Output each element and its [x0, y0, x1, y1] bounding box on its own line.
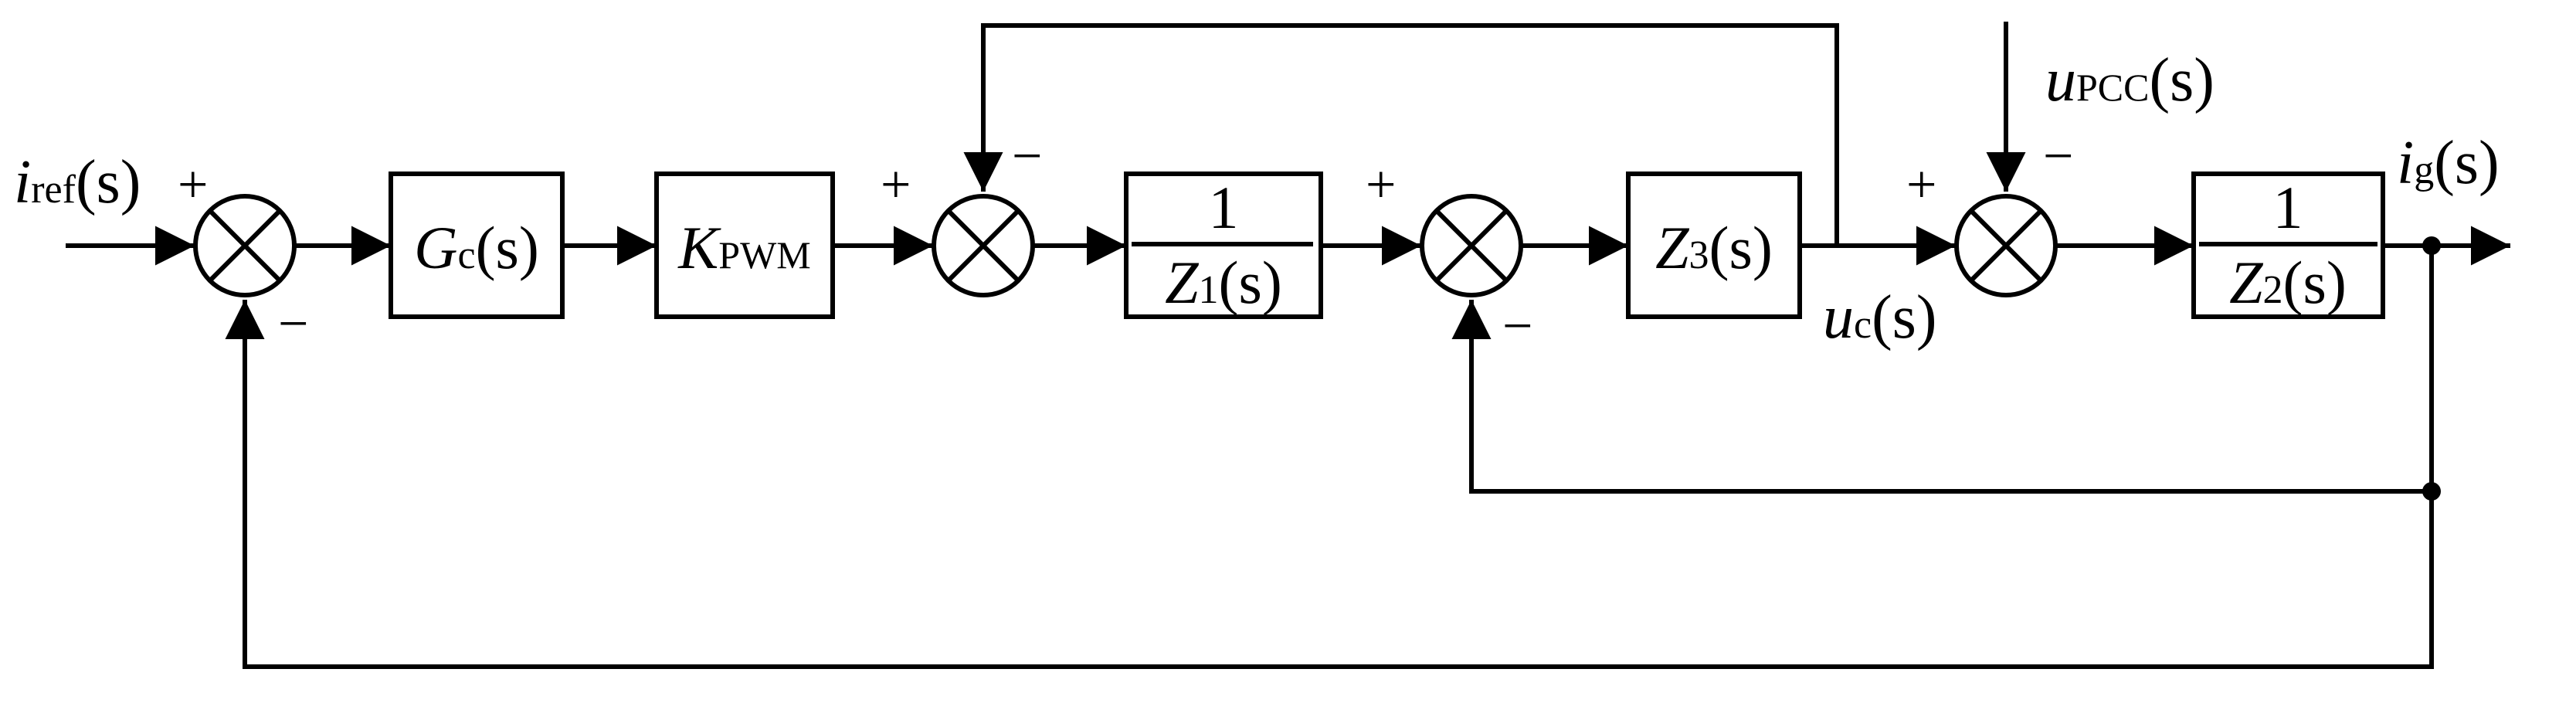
iref-signal-label: iref(s)	[14, 148, 141, 216]
sum1-plus-sign: +	[178, 155, 208, 215]
gc-block-label: Gc(s)	[414, 214, 539, 281]
sum2-minus-sign: −	[1012, 127, 1042, 186]
sum1-minus-sign: −	[278, 294, 308, 354]
inv-z1-denominator: Z1(s)	[1165, 249, 1282, 316]
inv-z2-block	[2191, 172, 2385, 319]
sum-junction-2	[932, 194, 1035, 297]
inv-z1-block	[1124, 172, 1323, 319]
sum3-minus-sign: −	[1502, 297, 1532, 356]
inv-z2-denominator: Z2(s)	[2229, 249, 2347, 316]
ig-outer-feedback-line	[225, 300, 2434, 669]
gc-block	[389, 172, 565, 319]
sum-junction-1	[193, 194, 297, 297]
uc-signal-label: uc(s)	[1823, 284, 1937, 352]
sum4-minus-sign: −	[2043, 127, 2073, 186]
gc-arg: (s)	[476, 214, 539, 281]
sum-junction-3	[1420, 194, 1523, 297]
ig-branch-dot-top	[2422, 236, 2441, 255]
kpwm-block-label: KPWM	[677, 214, 811, 281]
inv-z2-numerator: 1	[2273, 174, 2303, 241]
z3-block	[1626, 172, 1802, 319]
kpwm-block	[654, 172, 835, 319]
uc-feedback-line	[963, 23, 1839, 246]
sum4-plus-sign: +	[1906, 155, 1936, 215]
ig-signal-label: ig(s)	[2397, 129, 2500, 197]
sum2-plus-sign: +	[881, 155, 911, 215]
ig-inner-feedback-line	[1451, 246, 2434, 494]
z3-block-label: Z3(s)	[1655, 214, 1773, 281]
sum3-plus-sign: +	[1366, 155, 1396, 215]
sum-junction-4	[1954, 194, 2058, 297]
upcc-signal-label: uPCC(s)	[2045, 46, 2215, 114]
inv-z1-numerator: 1	[1209, 174, 1239, 241]
ig-branch-dot-bottom	[2422, 482, 2441, 501]
